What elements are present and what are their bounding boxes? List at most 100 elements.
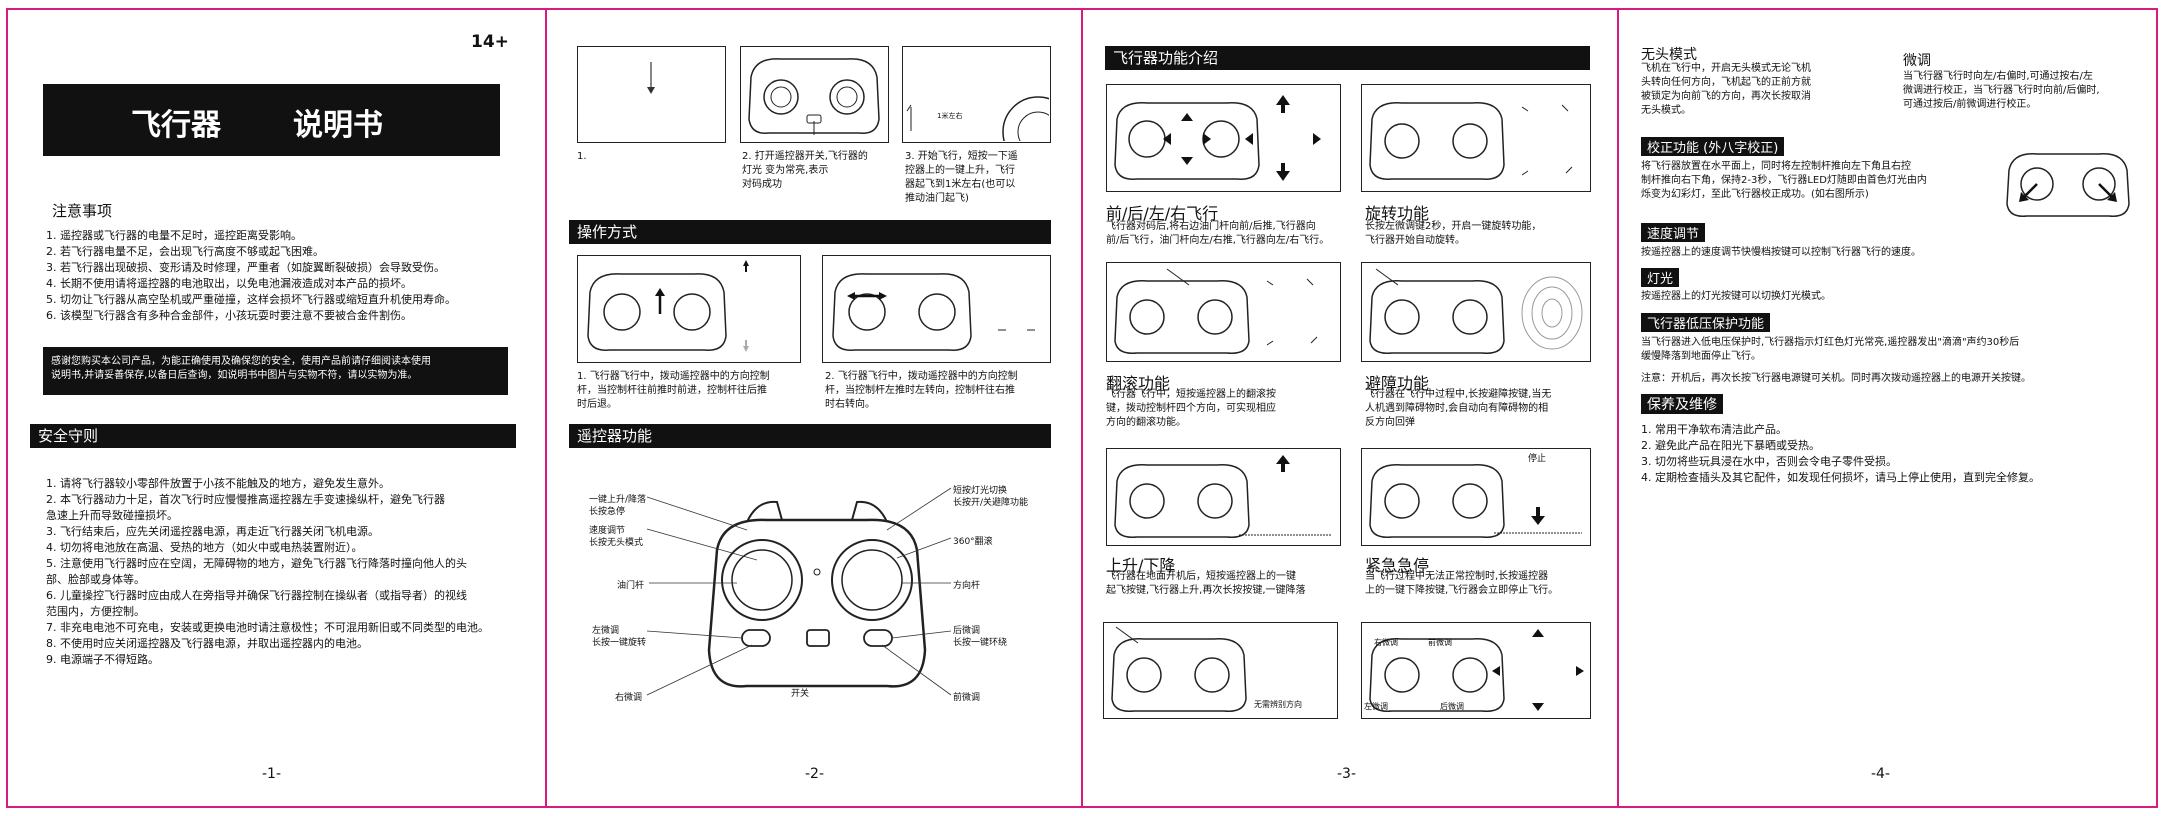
- rc-label-right-trim: 右微调: [615, 693, 643, 703]
- rc-label-throttle: 油门杆: [617, 581, 645, 591]
- leader-lines: [646, 487, 952, 696]
- f2-title: 旋转功能: [1365, 204, 1430, 223]
- safety-item: 3. 飞行结束后，应先关闭遥控器电源，再走近飞行器关闭飞机电源。: [46, 525, 379, 538]
- page-2: 1米左右 1. 2. 打开遥控器开关,飞行器的 灯光 变为常亮,表示 对码成功 …: [547, 10, 1081, 806]
- rc-label-front-trim: 前微调: [953, 693, 981, 703]
- op-heading: 操作方式: [569, 220, 1051, 244]
- safety-item: 8. 不使用时应关闭遥控器及飞行器电源，并取出遥控器内的电池。: [46, 637, 368, 650]
- speed-heading: 速度调节: [1641, 223, 1706, 242]
- op2-line: 时右转向。: [825, 399, 875, 410]
- step2-image: [740, 46, 889, 143]
- trim-line: 可通过按后/前微调进行校正。: [1903, 99, 2037, 110]
- rc-label-up: 一键上升/降落 长按急停: [589, 494, 646, 518]
- f6-line: 当飞行过程中无法正常控制时,长按遥控器: [1365, 571, 1549, 582]
- safety-item: 7. 非充电电池不可充电，安装或更换电池时请注意极性；不可混用新旧或不同类型的电…: [46, 621, 489, 634]
- step2-line: 灯光 变为常亮,表示: [742, 165, 829, 176]
- calib-heading-label: 校正功能 (外八字校正): [1641, 137, 1785, 156]
- f6-line: 上的一键下降按键,飞行器会立即停止飞行。: [1365, 585, 1559, 596]
- page-number: -2-: [805, 766, 825, 782]
- speed-heading-label: 速度调节: [1641, 223, 1706, 242]
- maintenance-item: 3. 切勿将些玩具浸在水中，否则会令电子零件受损。: [1641, 455, 1897, 468]
- low-voltage-line: 缓慢降落到地面停止飞行。: [1641, 351, 1761, 362]
- no-direction-label: 无需辨别方向: [1254, 700, 1302, 709]
- f3-image: [1106, 262, 1341, 362]
- safety-item: 6. 儿童操控飞行器时应由成人在旁指导并确保飞行器控制在操纵者（或指导者）的视线: [46, 589, 467, 602]
- f2-line: 长按左微调键2秒，开启一键旋转功能，: [1365, 221, 1542, 232]
- headless-text: 飞机在飞行中，开启无头模式无论飞机 头转向任何方向，飞机起飞的正前方就 被锁定为…: [1641, 62, 1871, 118]
- trim-image: 右微调 前微调 左微调 后微调: [1361, 622, 1591, 719]
- trim-line: 当飞行器飞行时向左/右偏时,可通过按右/左: [1903, 71, 2093, 82]
- notes-heading: 注意事项: [52, 202, 113, 220]
- f4-text: 飞行器在飞行中过程中,长按避障按键,当无 人机遇到障碍物时,会自动向有障碍物的相…: [1365, 388, 1605, 430]
- light-text: 按遥控器上的灯光按键可以切换灯光模式。: [1641, 291, 1831, 302]
- step2-line: 对码成功: [742, 179, 782, 190]
- f1-text: 飞行器对码后,将右边油门杆向前/后推,飞行器向 前/后飞行，油门杆向左/右推,飞…: [1106, 220, 1356, 248]
- title-banner: 飞行器 说明书: [43, 84, 500, 156]
- safety-heading: 安全守则: [30, 424, 516, 448]
- f3-title: 翻滚功能: [1106, 374, 1171, 393]
- calib-heading: 校正功能 (外八字校正): [1641, 137, 1785, 156]
- trim-text: 当飞行器飞行时向左/右偏时,可通过按右/左 微调进行校正，当飞行器飞行时向前/后…: [1903, 70, 2153, 112]
- safety-item: 2. 本飞行器动力十足，首次飞行时应慢慢推高遥控器左手变速操纵杆，避免飞行器: [46, 493, 445, 506]
- rc-label-line: 后微调: [953, 626, 981, 636]
- rc-label-line: 长按一键环绕: [953, 638, 1008, 648]
- headless-line: 被锁定为向前飞的方向，再次长按取消: [1641, 91, 1811, 102]
- low-voltage-heading: 飞行器低压保护功能: [1641, 313, 1771, 332]
- f5-text: 飞行器在地面开机后，短按遥控器上的一键 起飞按键,飞行器上升,再次长按按键,一键…: [1106, 570, 1361, 598]
- rc-label-direction: 方向杆: [953, 581, 981, 591]
- rc-heading: 遥控器功能: [569, 424, 1051, 448]
- rc-label-line: 长按急停: [589, 507, 626, 517]
- f1-image: [1106, 84, 1341, 192]
- title-left: 飞行器: [131, 108, 221, 143]
- trim-label: 左微调: [1364, 702, 1388, 711]
- page-divider: [1617, 8, 1619, 808]
- page-divider: [1081, 8, 1083, 808]
- f5-title: 上升/下降: [1106, 556, 1176, 575]
- f1-line: 前/后飞行，油门杆向左/右推,飞行器向左/右飞行。: [1106, 235, 1330, 246]
- page-4: 无头模式 飞机在飞行中，开启无头模式无论飞机 头转向任何方向，飞机起飞的正前方就…: [1619, 10, 2158, 806]
- rc-label-light: 短按灯光切换 长按开/关避障功能: [953, 485, 1028, 509]
- f5-line: 起飞按键,飞行器上升,再次长按按键,一键降落: [1106, 585, 1306, 596]
- op1-line: 时后退。: [577, 399, 617, 410]
- step2-text: 2. 打开遥控器开关,飞行器的 灯光 变为常亮,表示 对码成功: [742, 150, 892, 192]
- down-arrow-icon: [647, 62, 655, 94]
- page-3: 飞行器功能介绍 前/后/左/右飞行 飞行器对码后,将右边油门杆向前/后推,飞行器…: [1083, 10, 1617, 806]
- thanks-box: 感谢您购买本公司产品，为能正确使用及确保您的安全，使用产品前请仔细阅读本使用 说…: [43, 347, 508, 395]
- calib-line: 将飞行器放置在水平面上，同时将左控制杆推向左下角且右控: [1641, 161, 1911, 172]
- calib-line: 制杆推向右下角，保持2-3秒，飞行器LED灯随即由首色灯光由内: [1641, 175, 1927, 186]
- rc-label-left-trim: 左微调 长按一键旋转: [592, 625, 646, 649]
- maintenance-heading: 保养及维修: [1641, 394, 1723, 414]
- safety-item: 9. 电源端子不得短路。: [46, 653, 159, 666]
- f4-title: 避障功能: [1365, 374, 1430, 393]
- controller-rotate-icon: [1369, 102, 1573, 180]
- rc-label-line: 长按无头模式: [589, 538, 644, 548]
- f4-image: [1361, 262, 1591, 362]
- step1-text: 1.: [577, 151, 587, 162]
- safety-item: 急速上升而导致碰撞损坏。: [46, 509, 178, 522]
- safety-list: 1. 请将飞行器较小零部件放置于小孩不能触及的地方，避免发生意外。 2. 本飞行…: [46, 476, 541, 668]
- f2-line: 飞行器开始自动旋转。: [1365, 235, 1465, 246]
- light-heading: 灯光: [1641, 268, 1680, 287]
- controller-trim-icon: [1369, 629, 1584, 712]
- notes-list: 1. 遥控器或飞行器的电量不足时，遥控距离受影响。 2. 若飞行器电量不足，会出…: [46, 228, 536, 324]
- rc-label-flip: 360°翻滚: [953, 537, 993, 547]
- op1-line: 杆，当控制杆往前推时前进，控制杆往后推: [577, 385, 767, 396]
- headless-title: 无头模式: [1641, 47, 1697, 63]
- thanks-line: 说明书,并请妥善保存,以备日后查询，如说明书中图片与实物不符，请以实物为准。: [51, 370, 418, 381]
- step3-line: 控器上的一键上升，飞行: [905, 165, 1015, 176]
- safety-item: 4. 切勿将电池放在高温、受热的地方（如火中或电热装置附近）。: [46, 541, 363, 554]
- note-item: 1. 遥控器或飞行器的电量不足时，遥控距离受影响。: [46, 229, 302, 242]
- f3-text: 飞行器飞行中，短按遥控器上的翻滚按 键，拨动控制杆四个方向，可实现相应 方向的翻…: [1106, 388, 1356, 430]
- step3-height-label: 1米左右: [937, 112, 963, 120]
- rc-label-back-trim: 后微调 长按一键环绕: [953, 625, 1007, 649]
- speed-text: 按遥控器上的速度调节快慢档按键可以控制飞行器飞行的速度。: [1641, 247, 1921, 258]
- op2-line: 2. 飞行器飞行中，拨动遥控器中的方向控制: [825, 371, 1018, 382]
- rc-label-line: 左微调: [592, 626, 620, 636]
- f6-image: 停止: [1361, 448, 1591, 546]
- headless-line: 头转向任何方向，飞机起飞的正前方就: [1641, 77, 1811, 88]
- note-item: 2. 若飞行器电量不足，会出现飞行高度不够或起飞困难。: [46, 245, 324, 258]
- page-1: 14+ 飞行器 说明书 注意事项 1. 遥控器或飞行器的电量不足时，遥控距离受影…: [8, 10, 545, 806]
- safety-item: 5. 注意使用飞行器时应在空阔，无障碍物的地方，避免飞行器飞行降落时撞向他人的头: [46, 557, 467, 570]
- op1-line: 1. 飞行器飞行中，拨动遥控器中的方向控制: [577, 371, 770, 382]
- trim-label: 右微调: [1374, 638, 1398, 647]
